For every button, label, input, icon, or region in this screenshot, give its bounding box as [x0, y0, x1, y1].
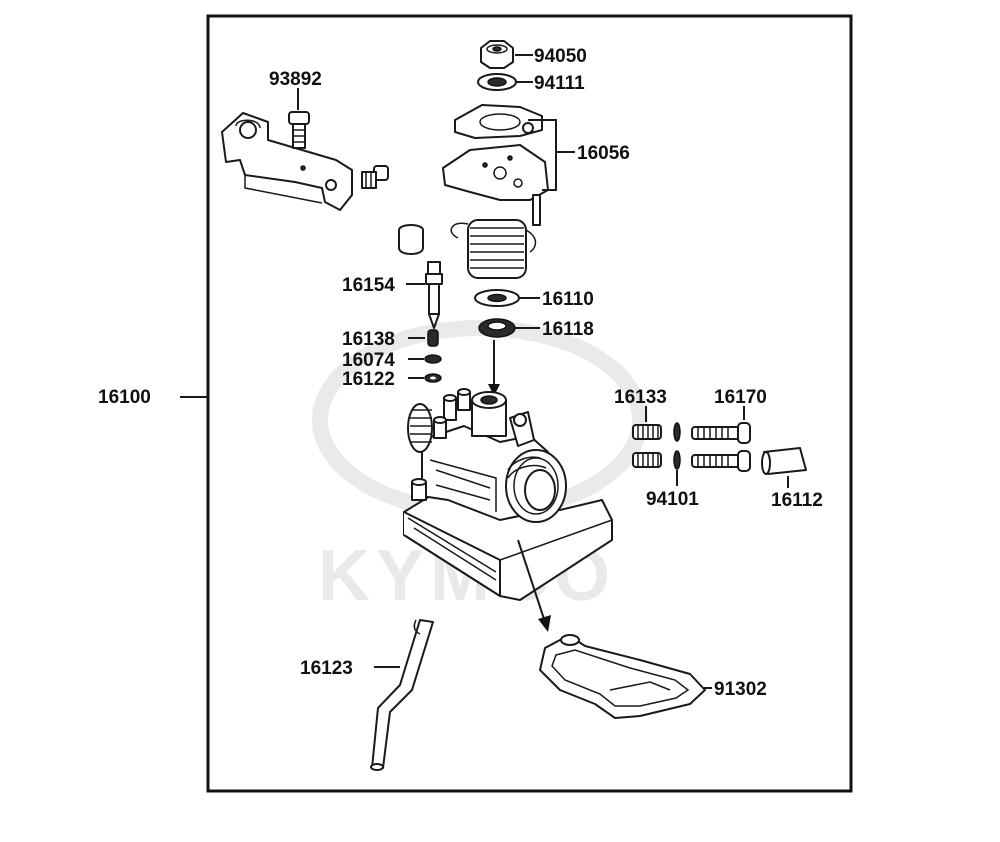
part-seal-16118 [478, 318, 516, 338]
part-gasket-91302 [539, 634, 706, 719]
part-screw-93892 [288, 111, 310, 149]
label-16138: 16138 [342, 329, 395, 350]
label-93892: 93892 [269, 69, 322, 90]
arrow-to-body [488, 340, 500, 396]
part-washer-16110 [474, 289, 520, 307]
label-94101: 94101 [646, 489, 699, 510]
arrow-to-gasket [517, 539, 551, 632]
diagram-frame [206, 14, 853, 793]
label-16100: 16100 [98, 387, 151, 408]
part-plate-lower-16056 [442, 144, 549, 226]
label-16122: 16122 [342, 369, 395, 390]
part-oring-16074 [424, 354, 442, 364]
part-spring-16138 [427, 329, 439, 347]
label-91302: 91302 [714, 679, 767, 700]
label-16154: 16154 [342, 275, 395, 296]
part-washer-94111 [477, 73, 517, 91]
label-16112: 16112 [771, 490, 823, 511]
part-spring [450, 219, 537, 279]
label-16123: 16123 [300, 658, 353, 679]
label-16133: 16133 [614, 387, 667, 408]
part-plate-upper-16056 [454, 104, 543, 139]
part-nut-94050 [480, 40, 514, 69]
label-16110: 16110 [542, 289, 594, 310]
label-94050: 94050 [534, 46, 587, 67]
part-cap-16112 [761, 447, 807, 475]
part-spring-16133-a [632, 424, 662, 440]
label-16170: 16170 [714, 387, 767, 408]
part-bracket-93892 [221, 112, 353, 211]
part-carburetor-body [403, 388, 613, 601]
label-16056: 16056 [577, 143, 630, 164]
part-cap [398, 224, 424, 255]
part-oring-94101-b [673, 450, 681, 470]
label-16118: 16118 [542, 319, 594, 340]
part-hose-16123 [370, 619, 434, 771]
part-jet-16154 [425, 261, 443, 329]
part-oring-94101-a [673, 422, 681, 442]
label-16074: 16074 [342, 350, 395, 371]
part-screw-16170-b [691, 450, 751, 472]
label-94111: 94111 [534, 73, 585, 94]
part-screw-16170-a [691, 422, 751, 444]
part-spring-16133-b [632, 452, 662, 468]
part-screw-small [361, 165, 389, 189]
part-oring-16122 [424, 373, 442, 383]
